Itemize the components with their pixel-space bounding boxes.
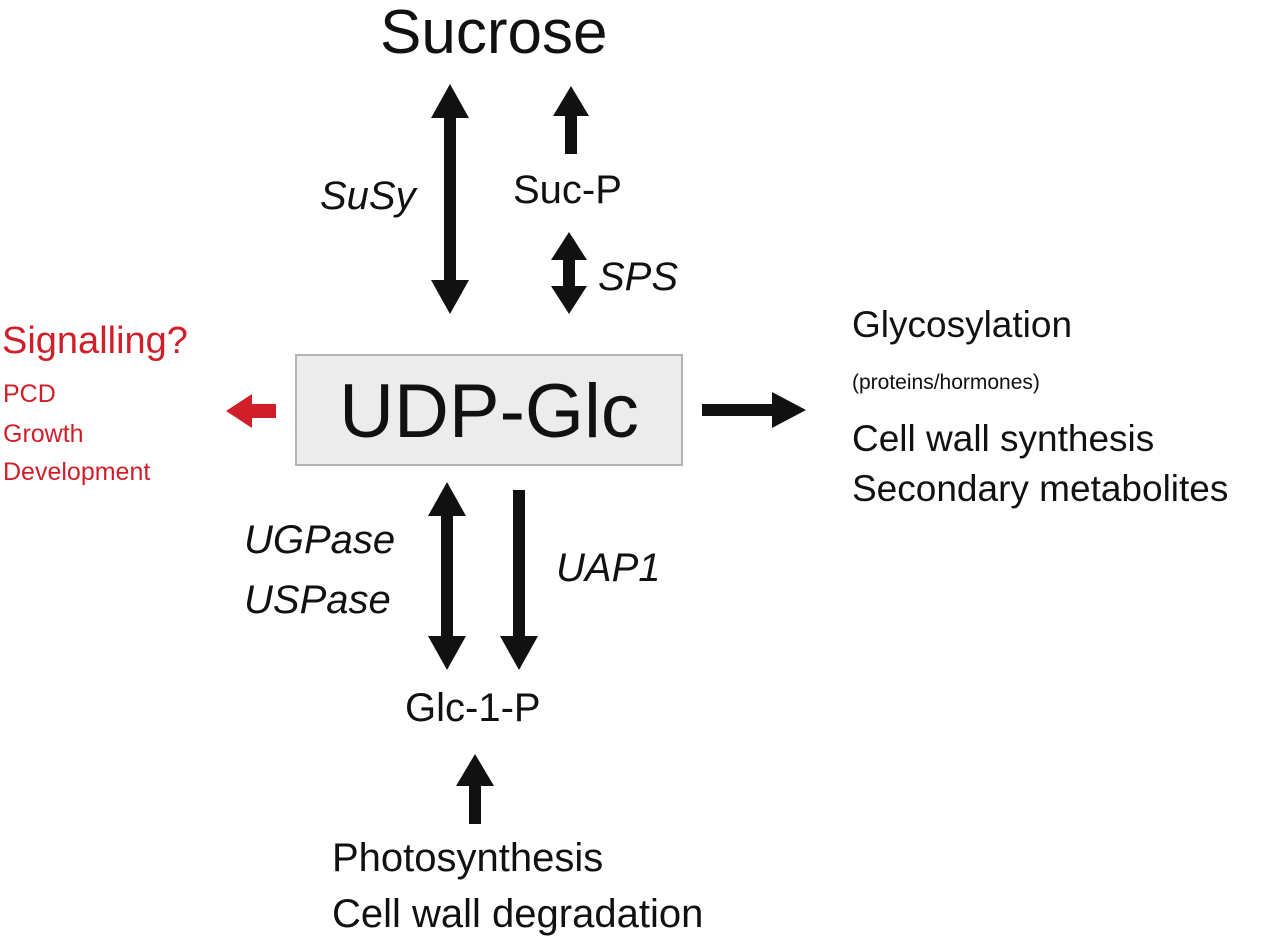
uap1-enzyme-label: UAP1 [556,546,661,590]
output-cell-wall-synthesis: Cell wall synthesis [852,418,1155,459]
output-proteins-hormones: (proteins/hormones) [852,371,1040,394]
susy-double-arrow [431,84,469,314]
udp-glc-label: UDP-Glc [339,369,639,454]
signalling-item-pcd: PCD [3,380,56,408]
glc-1-p-label: Glc-1-P [405,686,541,730]
right-output-arrow [702,392,806,428]
signalling-item-growth: Growth [3,420,84,448]
uap1-down-arrow [500,490,538,670]
signalling-arrow [226,394,276,428]
udp-glc-box: UDP-Glc [295,354,683,466]
suc-p-label: Suc-P [513,168,622,212]
source-photosynthesis: Photosynthesis [332,836,604,880]
output-secondary-metabolites: Secondary metabolites [852,468,1229,509]
source-cell-wall-degradation: Cell wall degradation [332,892,704,936]
signalling-item-development: Development [3,458,151,486]
photosynthesis-up-arrow [456,754,494,824]
signalling-title: Signalling? [2,320,188,362]
ugpase-enzyme-label: UGPase [244,518,396,562]
susy-enzyme-label: SuSy [320,174,416,218]
sucp-up-arrow [553,86,589,154]
output-glycosylation: Glycosylation [852,304,1073,345]
ugpase-double-arrow [428,482,466,670]
sps-enzyme-label: SPS [598,255,679,299]
sucrose-label: Sucrose [380,0,608,67]
sps-double-arrow [551,232,587,314]
uspase-enzyme-label: USPase [244,578,391,622]
